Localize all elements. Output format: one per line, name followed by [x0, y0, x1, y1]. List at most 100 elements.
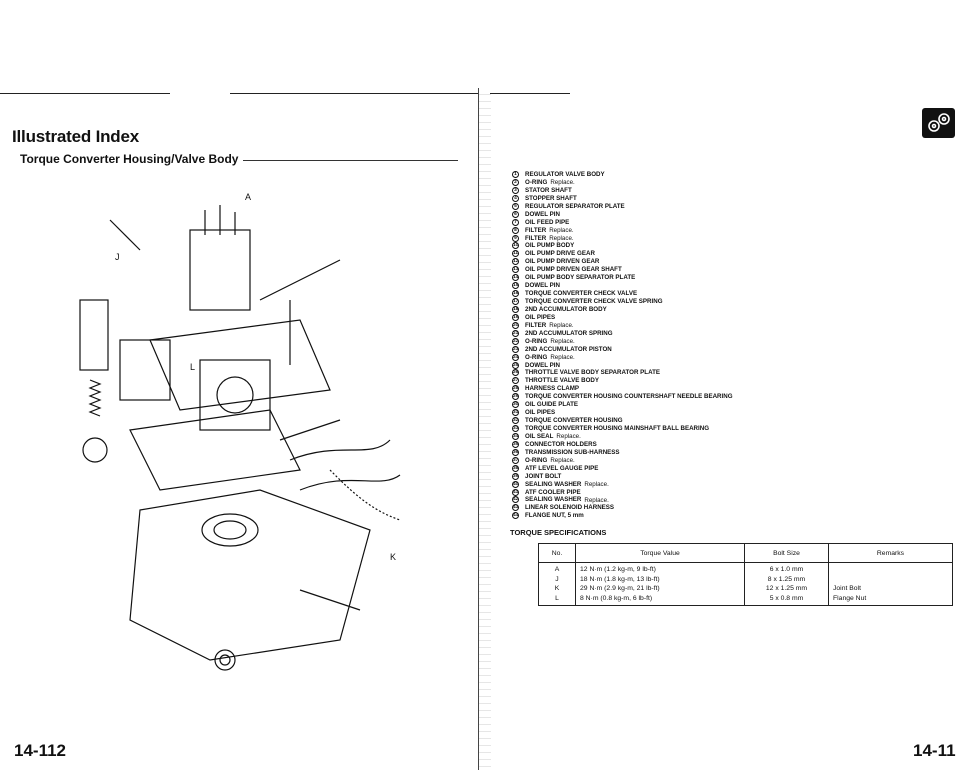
item-number: 12: [512, 258, 519, 266]
page-number-left: 14-112: [14, 741, 66, 760]
separator-plate: [149, 319, 331, 411]
column-header: Torque Value: [575, 543, 745, 563]
item-number: 36: [512, 448, 519, 456]
row-torque: 12 N·m (1.2 kg-m, 9 lb-ft): [580, 566, 656, 573]
item-name: O-RING: [525, 337, 548, 345]
item-note: Replace.: [584, 480, 609, 488]
item-name: TORQUE CONVERTER HOUSING MAINSHAFT BALL …: [525, 425, 710, 433]
item-number: 37: [512, 456, 519, 464]
item-name: O-RING: [525, 179, 548, 187]
item-name: 2ND ACCUMULATOR PISTON: [525, 345, 612, 353]
item-number: 44: [512, 512, 519, 520]
item-name: OIL PUMP BODY SEPARATOR PLATE: [525, 274, 636, 282]
item-note: Replace.: [550, 179, 575, 187]
item-name: JOINT BOLT: [525, 472, 562, 480]
row-bolt: 8 x 1.25 mm: [767, 575, 806, 583]
item-name: STOPPER SHAFT: [525, 194, 577, 202]
item-number: 24: [512, 353, 519, 361]
item-name: FILTER: [525, 226, 547, 234]
item-name: REGULATOR SEPARATOR PLATE: [525, 202, 625, 210]
item-name: OIL PUMP DRIVE GEAR: [525, 250, 595, 258]
item-name: CONNECTOR HOLDERS: [525, 441, 597, 449]
item-number: 28: [512, 385, 519, 393]
item-number: 42: [512, 496, 519, 504]
item-number: 11: [512, 250, 519, 258]
row-remarks: Flange Nut: [833, 594, 867, 602]
item-name: OIL PIPES: [525, 314, 556, 322]
item-name: OIL PUMP DRIVEN GEAR: [525, 258, 600, 266]
page-subtitle: Torque Converter Housing/Valve Body: [20, 152, 239, 166]
item-name: STATOR SHAFT: [525, 187, 572, 195]
row-no: L: [555, 594, 559, 602]
top-rule: [0, 93, 170, 94]
item-number: 31: [512, 409, 519, 417]
item-name: O-RING: [525, 456, 548, 464]
item-name: DOWEL PIN: [525, 210, 560, 218]
list-item: 28 HARNESS CLAMP: [512, 385, 736, 393]
item-name: FILTER: [525, 321, 547, 329]
row-remarks: Joint Bolt: [833, 585, 861, 592]
item-name: THROTTLE VALVE BODY SEPARATOR PLATE: [525, 369, 660, 377]
transmission-gears-icon: [922, 108, 955, 138]
item-note: Replace.: [550, 353, 575, 361]
item-number: 29: [512, 393, 519, 401]
page-number-right: 14-11: [913, 741, 956, 760]
left-page: Illustrated Index Torque Converter Housi…: [0, 93, 480, 760]
list-item: 19 OIL PIPES: [512, 313, 736, 322]
item-name: SEALING WASHER: [525, 480, 582, 488]
item-name: TORQUE CONVERTER CHECK VALVE SPRING: [525, 298, 663, 306]
diagram-label: J: [115, 252, 120, 262]
row-no: A: [554, 566, 560, 573]
row-no: K: [554, 585, 560, 592]
row-bolt: 12 x 1.25 mm: [765, 585, 808, 592]
item-number: 17: [512, 298, 519, 305]
item-number: 21: [512, 329, 519, 337]
item-name: OIL SEAL: [525, 433, 554, 441]
item-name: FILTER: [525, 234, 547, 242]
item-number: 18: [512, 305, 519, 313]
list-item: 29 TORQUE CONVERTER HOUSING COUNTERSHAFT …: [512, 393, 736, 401]
item-number: 33: [512, 425, 519, 432]
item-note: Replace.: [549, 321, 574, 329]
row-no: J: [555, 575, 559, 583]
row-torque: 29 N·m (2.9 kg-m, 21 lb-ft): [580, 585, 660, 592]
item-name: 2ND ACCUMULATOR BODY: [525, 306, 607, 314]
item-number: 23: [512, 345, 519, 353]
item-number: 34: [512, 432, 519, 440]
item-note: Replace.: [584, 496, 609, 504]
item-note: Replace.: [550, 337, 575, 345]
item-name: HARNESS CLAMP: [525, 385, 579, 393]
item-note: Replace.: [549, 234, 574, 242]
item-name: TORQUE CONVERTER HOUSING COUNTERSHAFT NE…: [525, 393, 733, 401]
item-number: 43: [512, 504, 519, 512]
column-header: No.: [538, 543, 576, 563]
binding-gutter: [478, 88, 491, 770]
item-number: 7: [512, 218, 519, 226]
item-number: 30: [512, 401, 519, 409]
list-item: 33 TORQUE CONVERTER HOUSING MAINSHAFT BAL…: [512, 425, 736, 433]
diagram-label: K: [390, 552, 396, 562]
item-number: 27: [512, 377, 519, 385]
item-note: Replace.: [549, 226, 574, 234]
item-number: 14: [512, 274, 519, 282]
item-number: 19: [512, 313, 519, 321]
top-rule: [230, 93, 480, 94]
